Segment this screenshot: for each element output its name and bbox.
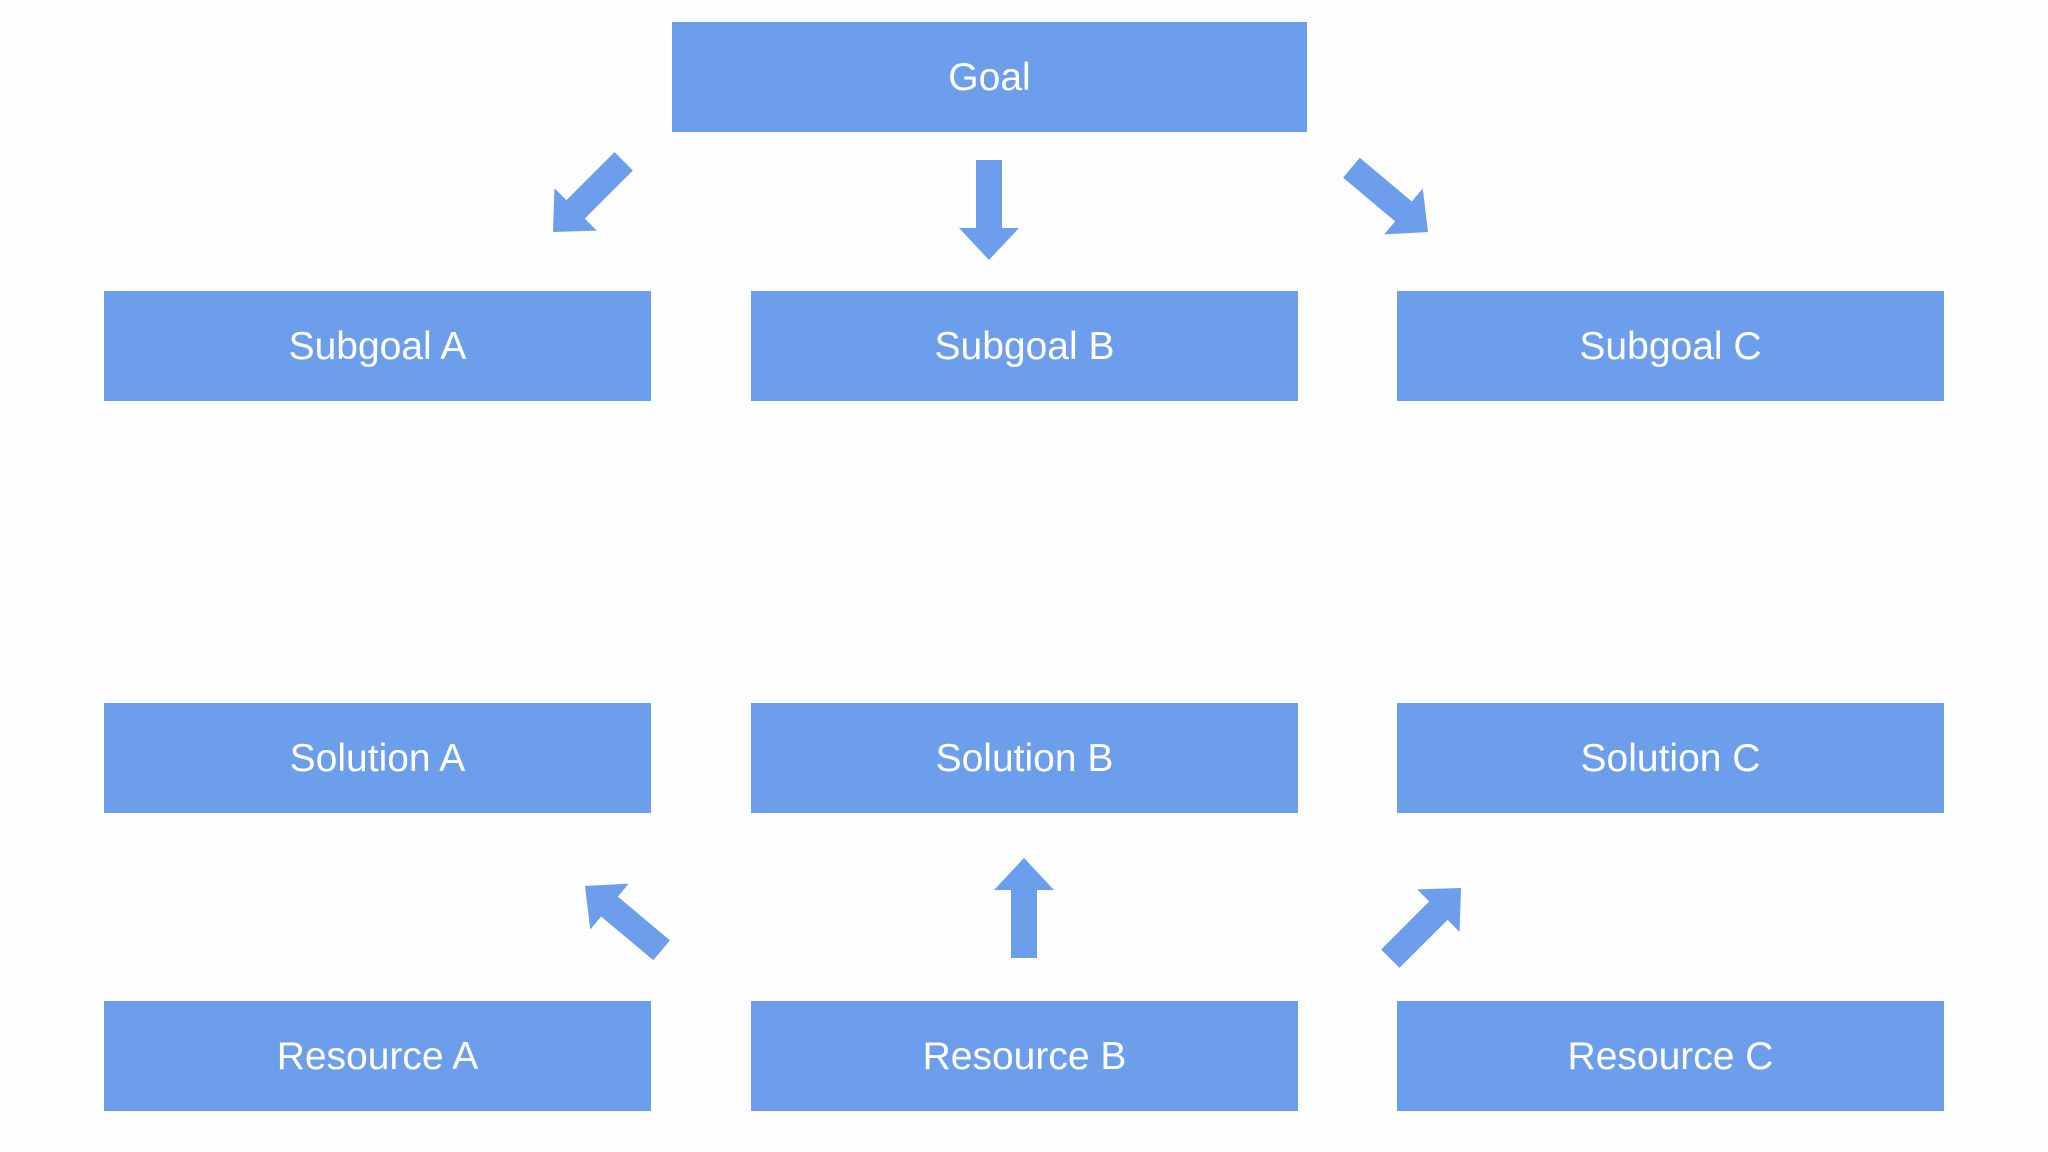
arrow-resource-b-to-solution-b (994, 858, 1054, 958)
arrow-goal-to-subgoal-c (1332, 144, 1448, 255)
arrow-resource-a-to-solution-a (565, 863, 681, 974)
solution-b-box: Solution B (751, 703, 1298, 813)
solution-a-box: Solution A (104, 703, 651, 813)
resource-a-box: Resource A (104, 1001, 651, 1111)
resource-c-box: Resource C (1397, 1001, 1944, 1111)
arrow-goal-to-subgoal-a (531, 140, 645, 254)
subgoal-b-label: Subgoal B (934, 324, 1115, 368)
resource-c-label: Resource C (1567, 1034, 1774, 1078)
solution-c-label: Solution C (1580, 736, 1761, 780)
arrow-goal-to-subgoal-b (959, 160, 1019, 260)
solution-c-box: Solution C (1397, 703, 1944, 813)
subgoal-c-box: Subgoal C (1397, 291, 1944, 401)
goal-label: Goal (948, 55, 1031, 99)
solution-a-label: Solution A (289, 736, 466, 780)
subgoal-a-label: Subgoal A (288, 324, 467, 368)
resource-b-label: Resource B (922, 1034, 1127, 1078)
goal-box: Goal (672, 22, 1307, 132)
subgoal-a-box: Subgoal A (104, 291, 651, 401)
subgoal-b-box: Subgoal B (751, 291, 1298, 401)
solution-b-label: Solution B (935, 736, 1114, 780)
subgoal-c-label: Subgoal C (1579, 324, 1762, 368)
resource-b-box: Resource B (751, 1001, 1298, 1111)
arrow-resource-c-to-solution-c (1369, 866, 1483, 980)
resource-a-label: Resource A (276, 1034, 479, 1078)
